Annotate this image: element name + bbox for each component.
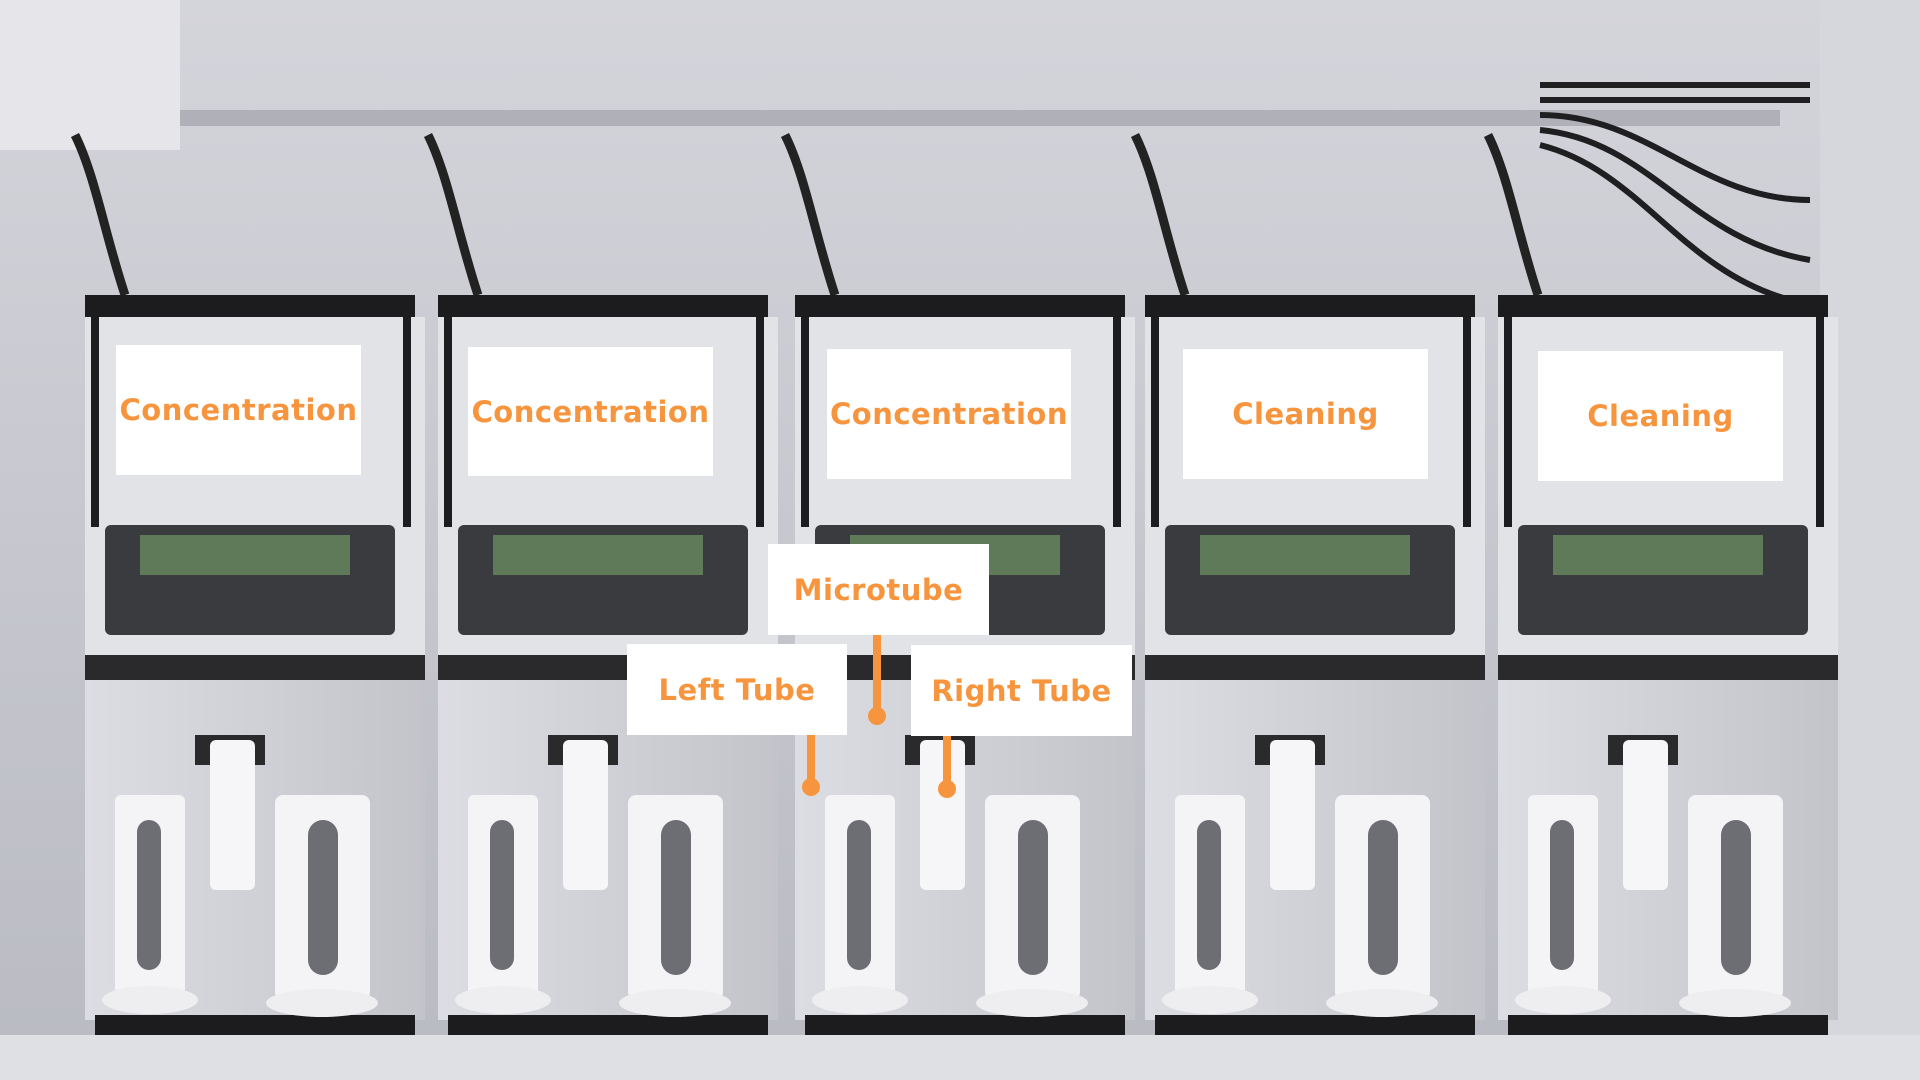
right-tube-callout: Right Tube <box>911 645 1132 736</box>
right-tube-leader-line <box>943 736 951 786</box>
module-label-5: Cleaning <box>1538 351 1783 481</box>
left-tube-leader-dot <box>802 778 820 796</box>
module-label-2: Concentration <box>468 347 713 476</box>
microtube-callout: Microtube <box>768 544 989 635</box>
microtube-leader-dot <box>868 707 886 725</box>
right-tube-leader-dot <box>938 780 956 798</box>
microtube-leader-line <box>873 635 881 715</box>
left-tube-callout: Left Tube <box>627 644 847 735</box>
module-label-1: Concentration <box>116 345 361 475</box>
left-tube-leader-line <box>807 735 815 785</box>
module-label-3: Concentration <box>827 349 1071 479</box>
module-label-4: Cleaning <box>1183 349 1428 479</box>
